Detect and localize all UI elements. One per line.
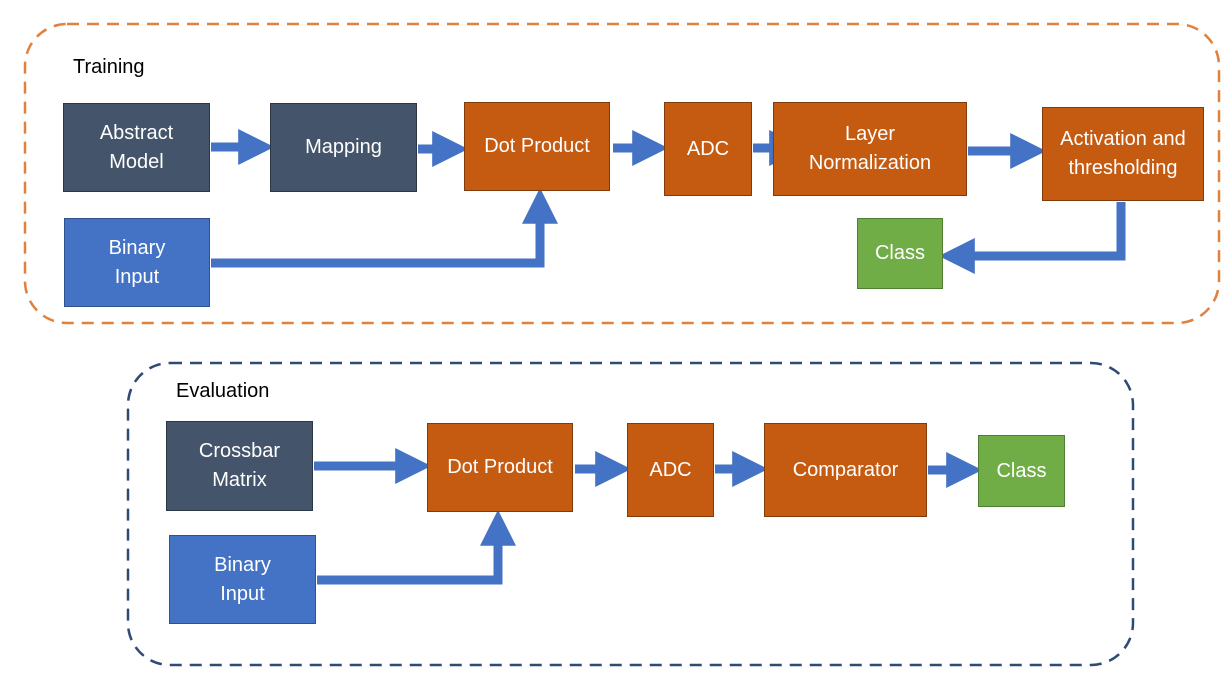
abstract-model-block: Abstract Model [63,103,210,192]
binary-input-block: Binary Input [64,218,210,307]
training-container [23,22,1221,325]
adc-block: ADC [664,102,752,196]
mapping-block: Mapping [270,103,417,192]
layer-normalization-block: Layer Normalization [773,102,967,196]
arrow-activation-to-class [938,202,1126,274]
activation-thresholding-block: Activation and thresholding [1042,107,1204,201]
eval-dot-product-block: Dot Product [427,423,573,512]
comparator-block: Comparator [764,423,927,517]
evaluation-container [126,361,1135,667]
crossbar-matrix-block: Crossbar Matrix [166,421,313,511]
evaluation-title: Evaluation [176,380,270,402]
class-block: Class [857,218,943,289]
arrow-binary-to-dotproduct [211,187,558,268]
eval-class-block: Class [978,435,1065,507]
arrow-eval-binary-to-dotproduct [317,509,516,585]
dot-product-block: Dot Product [464,102,610,191]
eval-binary-input-block: Binary Input [169,535,316,624]
training-title: Training [73,56,145,78]
eval-adc-block: ADC [627,423,714,517]
